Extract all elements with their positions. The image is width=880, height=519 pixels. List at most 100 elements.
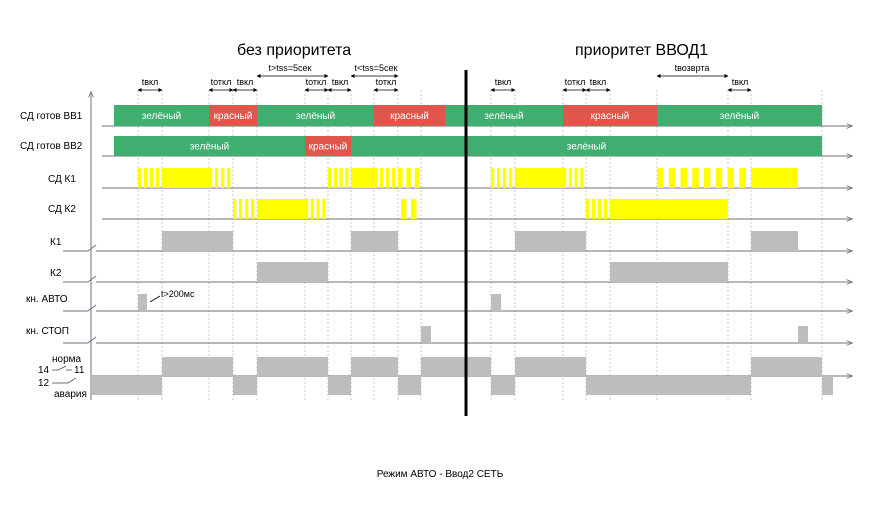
vv1-red-state-label: красный bbox=[214, 111, 253, 122]
blink-pulse bbox=[503, 168, 507, 188]
blink-pulse bbox=[333, 168, 337, 188]
blink-pulse bbox=[209, 168, 213, 188]
blink-pulse bbox=[138, 168, 142, 188]
vv1-green-state bbox=[257, 105, 374, 126]
timing-label-tss_lt: t<tss=5сек bbox=[355, 63, 398, 73]
label-k2-led: СД К2 bbox=[48, 204, 76, 215]
relay-norma-state bbox=[515, 357, 586, 376]
blink-pulse bbox=[233, 199, 237, 219]
row-labels: СД готов ВВ1 СД готов ВВ2 СД К1 СД К2 К1… bbox=[20, 111, 87, 400]
vv2-green-state-label: зелёный bbox=[190, 142, 229, 153]
blink-pulse bbox=[322, 199, 326, 219]
timing-label-tvkl: tвкл bbox=[732, 77, 749, 87]
k1-led-on bbox=[751, 168, 798, 188]
blink-pulse bbox=[227, 168, 231, 188]
relay-avaria-state bbox=[586, 376, 751, 395]
vv1-green-state-label: зелёный bbox=[720, 111, 759, 122]
timing-label-tvkl: tвкл bbox=[495, 77, 512, 87]
blink-pulse bbox=[406, 168, 411, 188]
vv2-green-state bbox=[351, 136, 822, 156]
relay-norma-state bbox=[162, 357, 233, 376]
blink-pulse bbox=[398, 168, 403, 188]
blink-pulse bbox=[215, 168, 219, 188]
blink-pulse bbox=[592, 199, 596, 219]
timing-label-t200: t>200мс bbox=[161, 289, 195, 299]
vv2-red-state-label: красный bbox=[309, 142, 348, 153]
heading-no-priority: без приоритета bbox=[237, 42, 351, 59]
blink-pulse bbox=[380, 168, 384, 188]
vv2-green-state-label: зелёный bbox=[567, 142, 606, 153]
auto-button-press bbox=[491, 294, 501, 311]
k1-relay-on bbox=[162, 231, 233, 251]
relay-avaria-state bbox=[491, 376, 515, 395]
blink-pulse bbox=[316, 199, 320, 219]
blink-pulse bbox=[310, 199, 314, 219]
vv1-green-state-label: зелёный bbox=[296, 111, 335, 122]
label-avaria: авария bbox=[54, 389, 87, 400]
label-stop-button: кн. СТОП bbox=[26, 326, 69, 337]
relay-avaria-state bbox=[328, 376, 351, 395]
blink-pulse bbox=[704, 168, 711, 188]
label-pin12: 12 bbox=[38, 378, 50, 389]
relay-avaria-state bbox=[398, 376, 421, 395]
relay-avaria-state bbox=[92, 376, 162, 395]
relay-norma-state bbox=[421, 357, 491, 376]
stop-button-press bbox=[421, 326, 431, 343]
blink-pulse bbox=[586, 199, 590, 219]
k2-led-on bbox=[257, 199, 305, 219]
blink-pulse bbox=[491, 168, 495, 188]
blink-pulse bbox=[680, 168, 687, 188]
blink-pulse bbox=[727, 168, 734, 188]
label-pin11: 11 bbox=[74, 365, 85, 376]
k1-relay-on bbox=[751, 231, 798, 251]
label-k1-led: СД К1 bbox=[48, 174, 76, 185]
blink-pulse bbox=[401, 199, 407, 219]
k2-relay-on bbox=[257, 262, 328, 282]
blink-pulse bbox=[144, 168, 148, 188]
label-k1: К1 bbox=[50, 237, 62, 248]
blink-pulse bbox=[345, 168, 349, 188]
label-pin14: 14 bbox=[38, 365, 50, 376]
vv1-green-state bbox=[114, 105, 209, 126]
blink-pulse bbox=[509, 168, 513, 188]
contact-symbols bbox=[52, 244, 102, 384]
blink-pulse bbox=[739, 168, 746, 188]
k2-contact-symbol bbox=[63, 275, 102, 283]
timing-label-totkl: tоткл bbox=[211, 77, 232, 87]
vv1-red-state bbox=[563, 105, 657, 126]
k1-relay-on bbox=[515, 231, 586, 251]
blink-pulse bbox=[328, 168, 332, 188]
blink-pulse bbox=[245, 199, 249, 219]
k1-contact-symbol bbox=[63, 244, 102, 252]
heading-priority-input1: приоритет ВВОД1 bbox=[575, 42, 708, 59]
relay-contact-symbol bbox=[52, 365, 77, 384]
blink-pulse bbox=[604, 199, 608, 219]
vv1-green-state bbox=[657, 105, 822, 126]
k2-relay-on bbox=[610, 262, 728, 282]
label-vv2-ready: СД готов ВВ2 bbox=[20, 141, 83, 152]
stop-contact-symbol bbox=[63, 336, 102, 344]
label-k2: К2 bbox=[50, 268, 62, 279]
blink-pulse bbox=[657, 168, 664, 188]
timing-label-tss_gt: t>tss=5сек bbox=[269, 63, 312, 73]
blink-pulse bbox=[692, 168, 699, 188]
label-auto-button: кн. АВТО bbox=[26, 294, 68, 305]
relay-norma-state bbox=[351, 357, 398, 376]
vv1-green-state-label: зелёный bbox=[142, 111, 181, 122]
vv2-red-state bbox=[305, 136, 351, 156]
vv2-green-state bbox=[114, 136, 305, 156]
k1-led-on bbox=[351, 168, 374, 188]
label-vv1-ready: СД готов ВВ1 bbox=[20, 111, 83, 122]
relay-norma-state bbox=[751, 357, 822, 376]
stop-button-press bbox=[798, 326, 808, 343]
k2-led-on bbox=[610, 199, 728, 219]
blink-pulse bbox=[568, 168, 572, 188]
blink-pulse bbox=[668, 168, 676, 188]
relay-avaria-state bbox=[233, 376, 257, 395]
blink-pulse bbox=[374, 168, 378, 188]
blink-pulse bbox=[414, 168, 420, 188]
blink-pulse bbox=[392, 168, 396, 188]
